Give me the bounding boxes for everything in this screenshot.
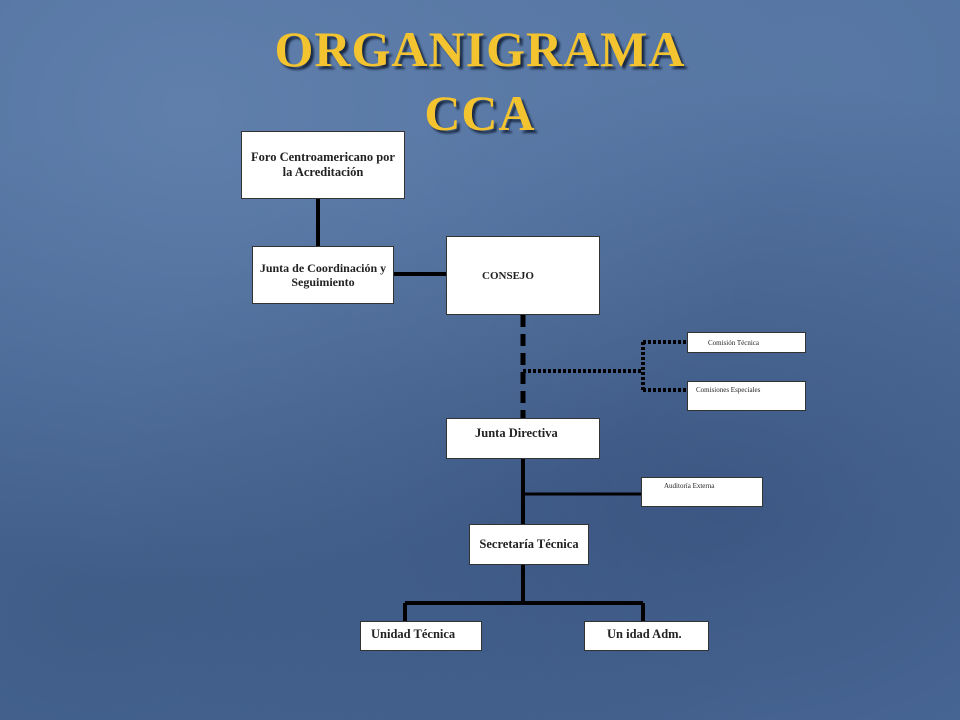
node-secretaria-tecnica: Secretaría Técnica	[469, 524, 589, 565]
node-comision-tecnica: Comisión Técnica	[687, 332, 806, 353]
node-junta-coordinacion: Junta de Coordinación y Seguimiento	[252, 246, 394, 304]
node-comisiones-especiales: Comisiones Especiales	[687, 381, 806, 411]
node-consejo: CONSEJO	[446, 236, 600, 315]
node-foro: Foro Centroamericano por la Acreditación	[241, 131, 405, 199]
node-junta-directiva: Junta Directiva	[446, 418, 600, 459]
node-auditoria-externa: Auditoría Externa	[641, 477, 763, 507]
node-unidad-adm: Un idad Adm.	[584, 621, 709, 651]
node-unidad-tecnica: Unidad Técnica	[360, 621, 482, 651]
chart-title-line2: CCA	[424, 85, 536, 141]
chart-title-line1: ORGANIGRAMA	[274, 21, 686, 77]
